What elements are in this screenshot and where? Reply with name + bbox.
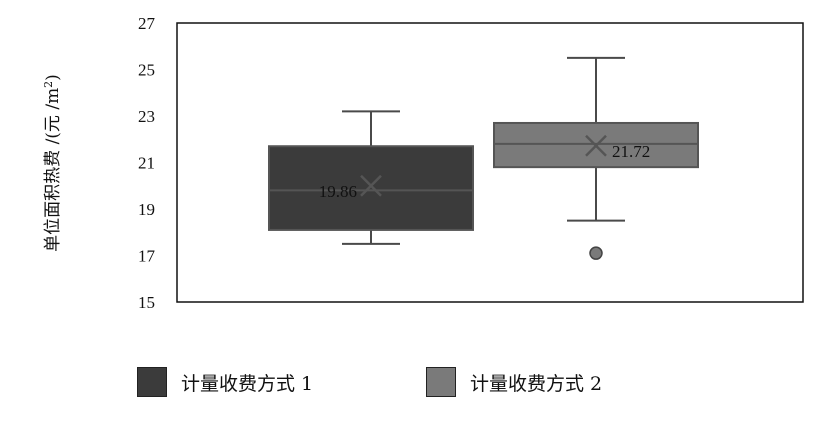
legend-label-series-1: 计量收费方式 1 xyxy=(181,372,314,395)
y-tick-label-27: 27 xyxy=(138,14,156,33)
boxes-group: 19.86 21.72 xyxy=(268,56,699,260)
y-axis-label-sup: 2 xyxy=(42,81,55,88)
legend-swatch-series-2 xyxy=(426,367,456,397)
mean-marker-b-2 xyxy=(585,134,607,157)
box-series-1: 19.86 xyxy=(268,110,474,245)
y-tick-label-15: 15 xyxy=(138,293,155,312)
mean-marker-b-1 xyxy=(360,174,382,197)
y-axis-label-close: ) xyxy=(43,74,63,81)
legend-item-series-2: 计量收费方式 2 xyxy=(426,367,602,397)
y-axis-label-main: 单位面积热费 /(元 /m xyxy=(43,88,63,252)
plot-area-frame xyxy=(176,22,804,303)
y-axis-label: 单位面积热费 /(元 /m2) xyxy=(42,74,64,252)
mean-label-1: 19.86 xyxy=(319,182,357,201)
legend-swatch-series-1 xyxy=(137,367,167,397)
y-axis-ticks: 15 17 19 21 23 25 27 xyxy=(138,14,156,312)
mean-label-2: 21.72 xyxy=(612,142,650,161)
y-tick-label-25: 25 xyxy=(138,61,155,80)
outlier-point-2-1 xyxy=(589,246,603,260)
y-tick-label-21: 21 xyxy=(138,154,155,173)
y-tick-label-19: 19 xyxy=(138,200,155,219)
box-plot-chart: 15 17 19 21 23 25 27 19.86 21.72 单位面积热费 /(元 /m2… xyxy=(42,14,804,312)
box-iqr-1 xyxy=(268,145,474,231)
y-tick-label-17: 17 xyxy=(138,247,156,266)
legend-item-series-1: 计量收费方式 1 xyxy=(137,367,313,397)
legend: 计量收费方式 1 计量收费方式 2 xyxy=(0,367,828,403)
legend-label-series-2: 计量收费方式 2 xyxy=(470,372,603,395)
box-series-2: 21.72 xyxy=(493,56,699,260)
y-tick-label-23: 23 xyxy=(138,107,155,126)
